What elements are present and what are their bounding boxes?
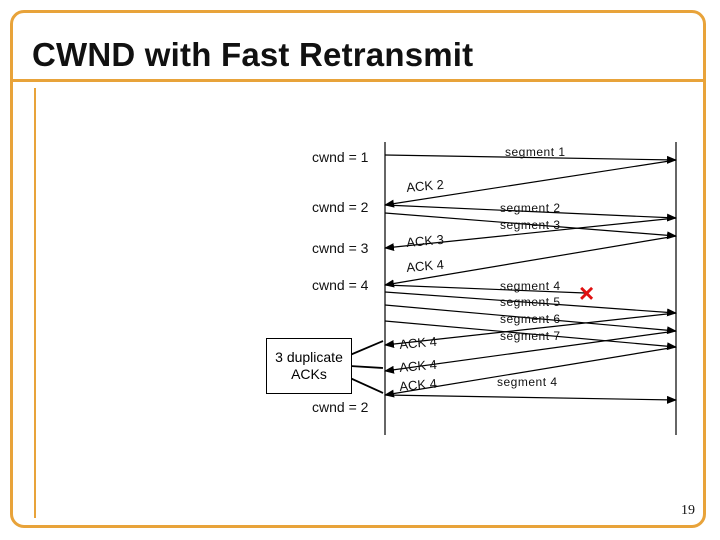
segment-label-5: segment 5	[500, 295, 561, 309]
dup-ack-2-arrow	[384, 330, 677, 374]
cwnd-label-4: cwnd = 4	[312, 277, 369, 293]
dup-ack-1-arrow	[384, 312, 677, 348]
cwnd-label-5: cwnd = 2	[312, 399, 369, 415]
segment-5-arrow	[384, 291, 677, 317]
segment-label-2: segment 2	[500, 201, 561, 215]
duplicate-acks-callout: 3 duplicate ACKs	[266, 338, 352, 394]
title-bar	[10, 10, 706, 82]
segment-label-7: segment 7	[500, 329, 561, 343]
segment-4-retransmit-arrow	[384, 394, 677, 404]
segment-7-arrow	[384, 320, 677, 351]
slide-frame	[10, 10, 706, 528]
dup-ack-3-arrow	[384, 346, 677, 398]
segment-2-arrow	[384, 204, 677, 222]
cwnd-label-1: cwnd = 1	[312, 149, 369, 165]
page-number: 19	[681, 503, 695, 518]
lost-marker-icon: ×	[579, 278, 594, 308]
ack-2-arrow	[384, 159, 677, 208]
segment-3-arrow	[384, 212, 677, 240]
segment-label-1: segment 1	[505, 145, 566, 159]
callout-connector-3	[349, 377, 384, 394]
segment-label-3: segment 3	[500, 218, 561, 232]
side-accent-line	[34, 88, 36, 518]
segment-6-arrow	[384, 304, 677, 335]
segment-4-lost-arrow	[384, 284, 586, 294]
segment-1-arrow	[384, 154, 677, 164]
ack-3-arrow	[384, 217, 677, 252]
segment-label-4-retransmit: segment 4	[497, 375, 558, 389]
callout-connector-2	[349, 365, 384, 369]
ack-4-arrow	[384, 235, 677, 288]
cwnd-label-2: cwnd = 2	[312, 199, 369, 215]
segment-label-6: segment 6	[500, 312, 561, 326]
slide-title: CWND with Fast Retransmit	[32, 36, 474, 73]
segment-label-4: segment 4	[500, 279, 561, 293]
cwnd-label-3: cwnd = 3	[312, 240, 369, 256]
callout-connector-1	[349, 340, 384, 356]
